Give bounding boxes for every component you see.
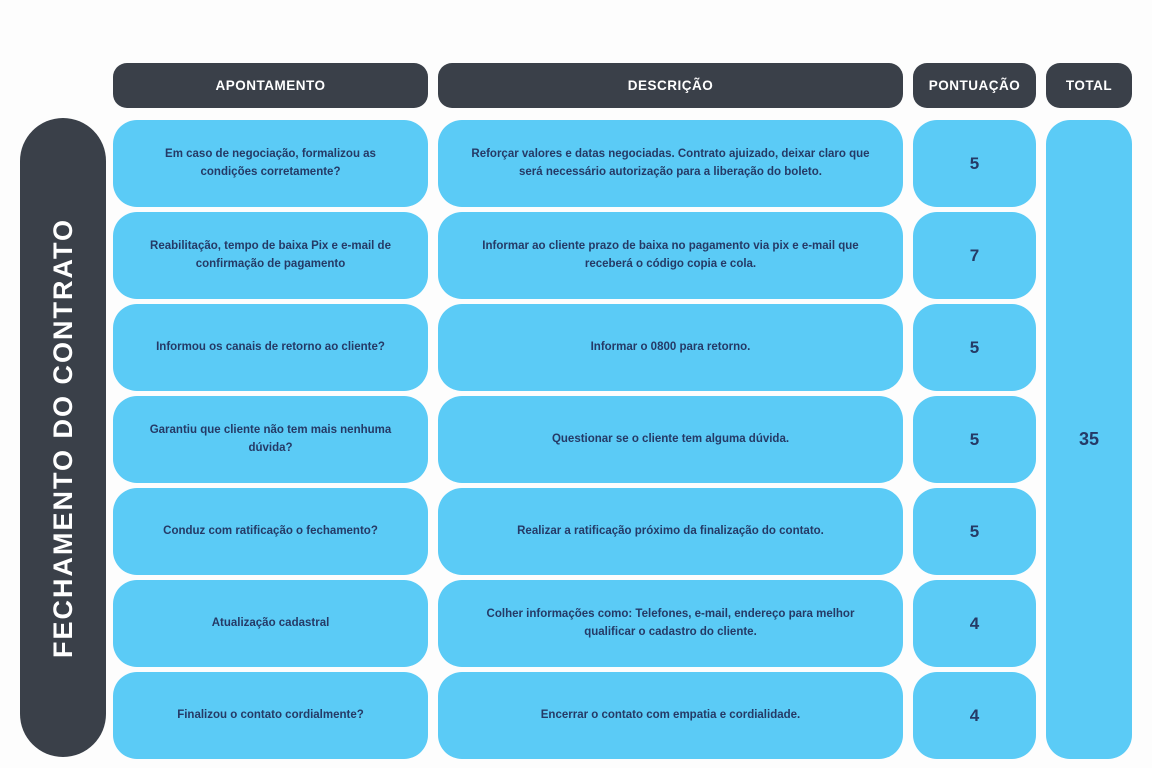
pontuacao-cell: 7 — [913, 212, 1036, 299]
section-sidebar: FECHAMENTO DO CONTRATO — [20, 118, 106, 757]
descricao-cell: Informar ao cliente prazo de baixa no pa… — [438, 212, 903, 299]
column-header-total: TOTAL — [1046, 63, 1132, 108]
descricao-cell: Questionar se o cliente tem alguma dúvid… — [438, 396, 903, 483]
column-header-apontamento: APONTAMENTO — [113, 63, 428, 108]
apontamento-cell: Conduz com ratificação o fechamento? — [113, 488, 428, 575]
apontamento-cell: Finalizou o contato cordialmente? — [113, 672, 428, 759]
apontamento-cell: Em caso de negociação, formalizou as con… — [113, 120, 428, 207]
pontuacao-cell: 5 — [913, 304, 1036, 391]
pontuacao-cell: 5 — [913, 396, 1036, 483]
table-header-row: APONTAMENTO DESCRIÇÃO PONTUAÇÃO TOTAL — [113, 63, 1132, 108]
apontamento-cell: Informou os canais de retorno ao cliente… — [113, 304, 428, 391]
apontamento-cell: Garantiu que cliente não tem mais nenhum… — [113, 396, 428, 483]
descricao-cell: Colher informações como: Telefones, e-ma… — [438, 580, 903, 667]
table-body: 35 Em caso de negociação, formalizou as … — [113, 120, 1132, 759]
column-header-pontuacao: PONTUAÇÃO — [913, 63, 1036, 108]
descricao-cell: Encerrar o contato com empatia e cordial… — [438, 672, 903, 759]
pontuacao-cell: 5 — [913, 488, 1036, 575]
section-title: FECHAMENTO DO CONTRATO — [47, 217, 78, 658]
total-value-cell: 35 — [1046, 120, 1132, 759]
descricao-cell: Realizar a ratificação próximo da finali… — [438, 488, 903, 575]
descricao-cell: Informar o 0800 para retorno. — [438, 304, 903, 391]
column-header-descricao: DESCRIÇÃO — [438, 63, 903, 108]
apontamento-cell: Atualização cadastral — [113, 580, 428, 667]
pontuacao-cell: 4 — [913, 580, 1036, 667]
descricao-cell: Reforçar valores e datas negociadas. Con… — [438, 120, 903, 207]
pontuacao-cell: 4 — [913, 672, 1036, 759]
pontuacao-cell: 5 — [913, 120, 1036, 207]
apontamento-cell: Reabilitação, tempo de baixa Pix e e-mai… — [113, 212, 428, 299]
